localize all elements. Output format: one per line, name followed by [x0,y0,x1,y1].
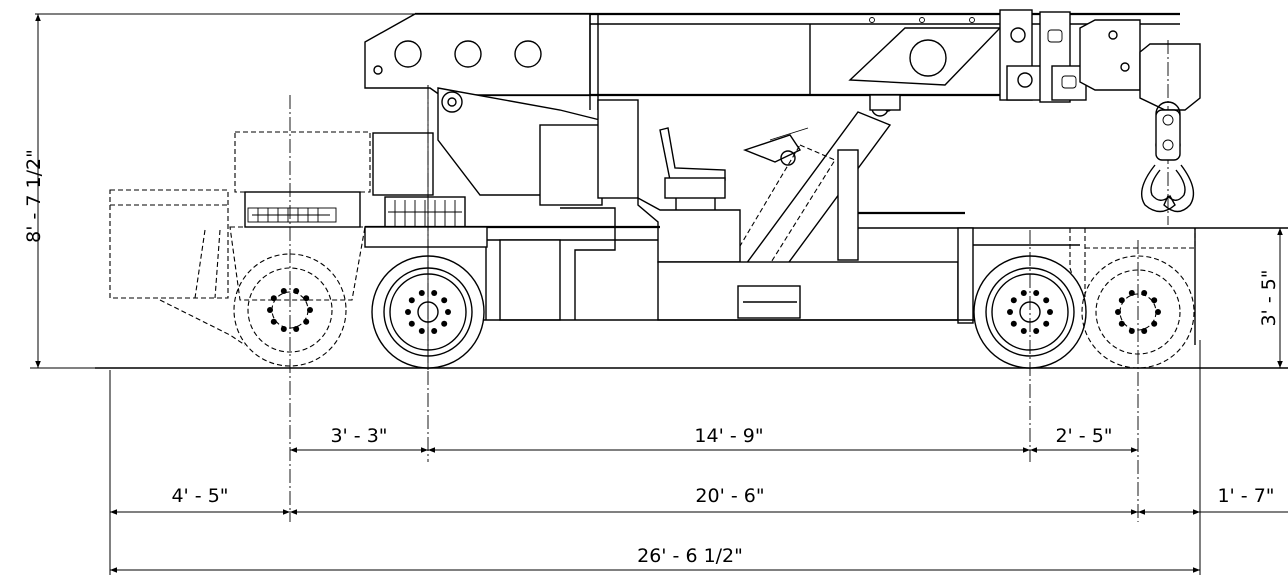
lug-nut [293,288,300,294]
lug-nut [270,318,277,325]
dim-overall-height-label: 8' - 7 1/2" [23,149,45,243]
lug-nut [270,295,277,302]
lug-nut [405,309,411,315]
lug-nut [303,295,310,302]
lug-nut [307,307,313,313]
dim-row-1: 3' - 3" 14' - 9" 2' - 5" [290,425,1138,453]
lug-nut [418,290,425,296]
dim-rear-axle-spacing-label: 2' - 5" [1055,425,1112,447]
operator-cab [637,127,809,263]
wheel-lug-nuts [267,288,1161,334]
dimension-extensions [30,13,1288,575]
slewing-base [372,87,639,228]
lug-nut [1020,328,1027,334]
hook-block [1141,40,1195,225]
lug-nut [1115,309,1121,315]
dim-row-2: 4' - 5" 20' - 6" 1' - 7" [110,485,1288,515]
lug-nut [1151,320,1158,327]
lug-nut [1155,309,1161,315]
lug-nut [1033,290,1040,296]
dim-overall-height: 8' - 7 1/2" [23,14,45,368]
lug-nut [1128,290,1135,296]
lug-nut [1033,328,1040,334]
lug-nut [1128,328,1135,334]
lug-nut [431,328,438,334]
lug-nut [280,288,287,294]
lug-nut [1141,328,1148,334]
lug-nut [1010,297,1017,304]
dim-ctr-to-rear-axle-label: 14' - 9" [694,425,763,447]
lug-nut [1047,309,1053,315]
dim-front-axle-to-ctr-label: 3' - 3" [330,425,387,447]
lug-nut [418,328,425,334]
lug-nut [293,326,300,332]
lug-nut [441,320,448,327]
dim-overall-length-label: 26' - 6 1/2" [637,545,743,567]
lug-nut [408,297,415,304]
dim-row-3: 26' - 6 1/2" [110,545,1200,573]
lug-nut [1020,290,1027,296]
dim-rear-overhang-label: 1' - 7" [1217,485,1274,507]
lug-nut [1043,320,1050,327]
lug-nut [1118,320,1125,327]
dim-deck-height: 3' - 5" [1258,228,1283,368]
dim-wheelbase-label: 20' - 6" [695,485,764,507]
lug-nut [1141,290,1148,296]
lug-nut [267,307,273,313]
dim-front-overhang-label: 4' - 5" [171,485,228,507]
crane-boom [364,9,1201,111]
lug-nut [303,318,310,325]
lug-nut [441,297,448,304]
lug-nut [431,290,438,296]
lug-nut [1151,297,1158,304]
lug-nut [445,309,451,315]
dim-deck-height-label: 3' - 5" [1258,269,1280,326]
lug-nut [280,326,287,332]
lug-nut [1007,309,1013,315]
lug-nut [1118,297,1125,304]
lug-nut [1010,320,1017,327]
lug-nut [408,320,415,327]
lug-nut [1043,297,1050,304]
